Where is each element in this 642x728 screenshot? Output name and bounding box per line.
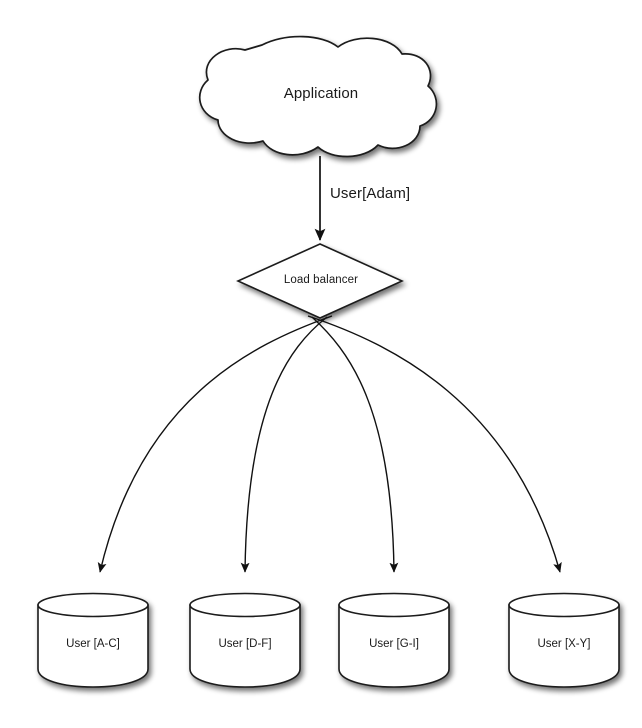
node-db-user-df[interactable] [189,592,301,688]
node-db-user-xy[interactable] [508,592,620,688]
node-load-balancer-diamond[interactable] [236,243,404,319]
node-db-user-ac[interactable] [37,592,149,688]
node-application-cloud[interactable] [198,35,438,158]
edge-loadbalancer-to-db-gi [311,316,399,573]
node-db-user-gi[interactable] [338,592,450,688]
edge-loadbalancer-to-db-df [240,316,328,573]
edge-loadbalancer-to-db-xy [307,315,562,573]
edge-loadbalancer-to-db-ac [97,315,333,573]
